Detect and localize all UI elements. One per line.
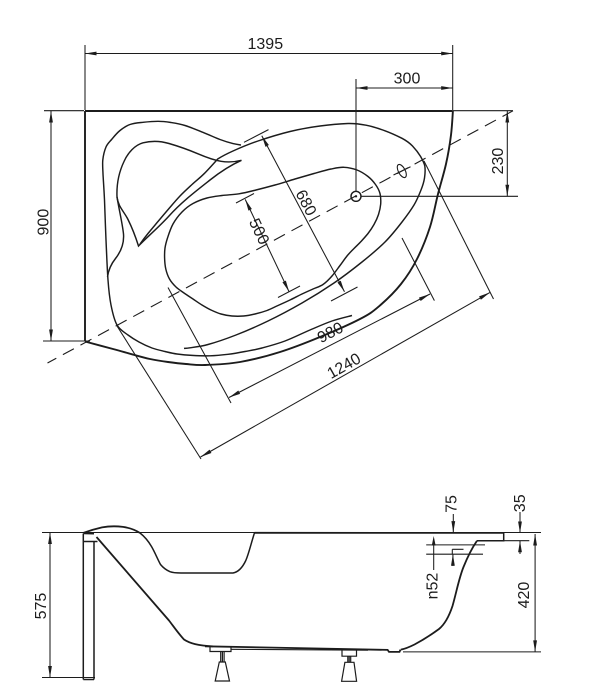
svg-text:35: 35 <box>512 494 529 512</box>
svg-text:900: 900 <box>36 209 53 236</box>
svg-text:n52: n52 <box>425 573 442 600</box>
svg-text:1395: 1395 <box>248 36 284 53</box>
svg-text:420: 420 <box>516 582 533 609</box>
svg-text:230: 230 <box>490 148 507 175</box>
svg-text:575: 575 <box>33 593 50 620</box>
svg-text:300: 300 <box>394 70 421 87</box>
svg-text:75: 75 <box>444 495 461 513</box>
